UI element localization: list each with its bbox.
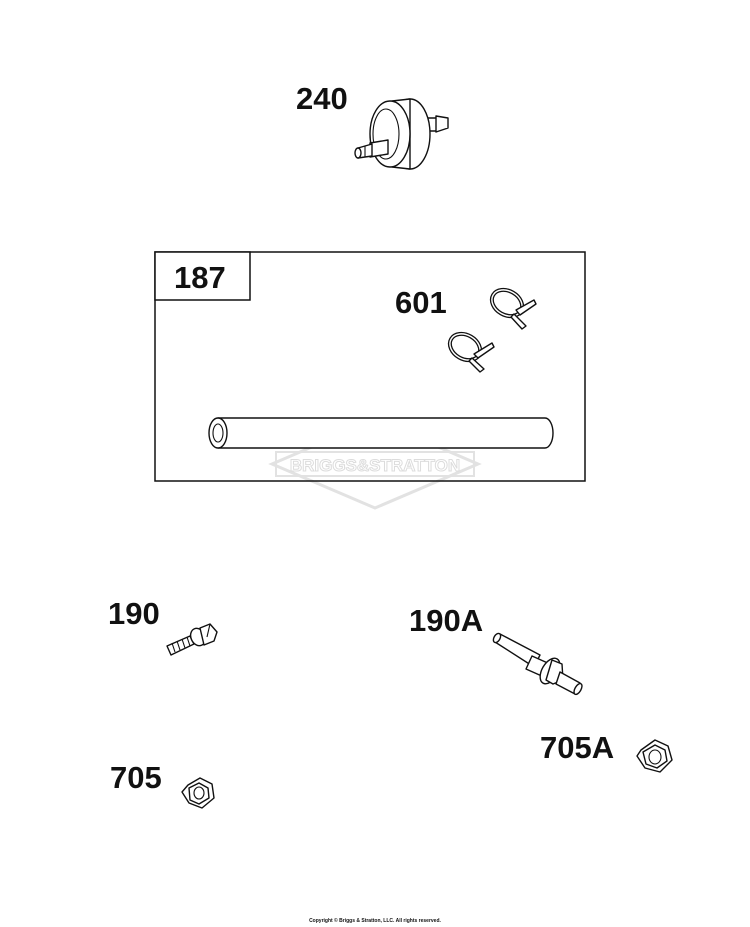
label-187[interactable]: 187 (174, 260, 226, 295)
nut-705a[interactable] (636, 739, 673, 773)
screw-190[interactable] (166, 623, 218, 656)
label-190[interactable]: 190 (108, 596, 160, 631)
nut-705[interactable] (181, 777, 215, 809)
hose-clamp-601-upper[interactable] (487, 285, 537, 330)
hose-clamp-601-lower[interactable] (445, 329, 495, 373)
copyright-notice: Copyright © Briggs & Stratton, LLC. All … (309, 918, 441, 924)
fuel-filter-240[interactable] (354, 98, 449, 170)
watermark-text: BRIGGS&STRATTON (290, 456, 460, 475)
label-190a[interactable]: 190A (409, 603, 483, 638)
label-240[interactable]: 240 (296, 81, 348, 116)
label-705[interactable]: 705 (110, 760, 162, 795)
kit-187-box (154, 251, 586, 482)
stud-190a[interactable] (492, 632, 584, 696)
brand-watermark: BRIGGS&STRATTON (268, 418, 482, 510)
label-705a[interactable]: 705A (540, 730, 614, 765)
label-601[interactable]: 601 (395, 285, 447, 320)
fuel-line-hose[interactable] (208, 417, 554, 449)
